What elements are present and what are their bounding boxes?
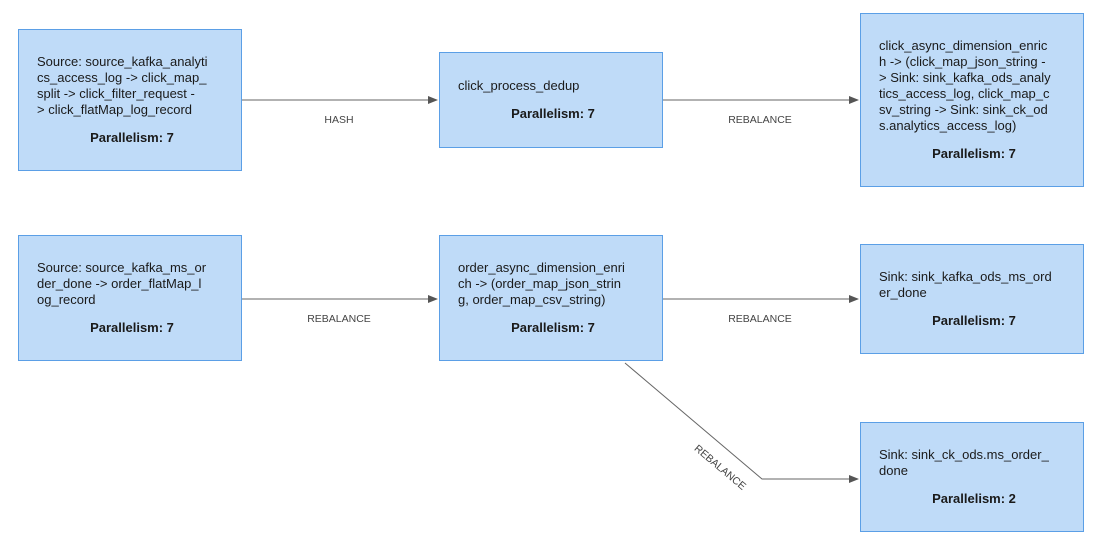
node-order-async-dimension-enrich[interactable]: order_async_dimension_enri ch -> (order_… <box>439 235 663 361</box>
edge-n2-n3: REBALANCE <box>663 96 859 126</box>
node-parallelism: Parallelism: 7 <box>90 130 174 145</box>
node-sink-kafka-ods-ms-order-done[interactable]: Sink: sink_kafka_ods_ms_ord er_done Para… <box>860 244 1084 354</box>
edge-label-hash: HASH <box>324 114 353 126</box>
node-parallelism: Parallelism: 7 <box>90 320 174 335</box>
node-parallelism: Parallelism: 7 <box>932 313 1016 328</box>
node-name: Sink: sink_kafka_ods_ms_ord er_done <box>879 269 1052 300</box>
node-parallelism: Parallelism: 2 <box>932 491 1016 506</box>
edge-label-rebalance: REBALANCE <box>692 443 748 493</box>
node-click-async-dimension-enrich[interactable]: click_async_dimension_enric h -> (click_… <box>860 13 1084 187</box>
node-name: order_async_dimension_enri ch -> (order_… <box>458 260 625 307</box>
node-parallelism: Parallelism: 7 <box>511 320 595 335</box>
node-parallelism: Parallelism: 7 <box>932 146 1016 161</box>
node-name: click_process_dedup <box>458 78 580 93</box>
node-parallelism: Parallelism: 7 <box>511 106 595 121</box>
node-name: Sink: sink_ck_ods.ms_order_ done <box>879 447 1049 478</box>
edge-label-rebalance: REBALANCE <box>307 313 371 325</box>
edge-n4-n5: REBALANCE <box>242 295 438 325</box>
edge-n1-n2: HASH <box>242 96 438 126</box>
edge-label-rebalance: REBALANCE <box>728 114 792 126</box>
node-name: Source: source_kafka_analyti cs_access_l… <box>37 54 208 117</box>
node-source-kafka-analytics[interactable]: Source: source_kafka_analyti cs_access_l… <box>18 29 242 171</box>
node-click-process-dedup[interactable]: click_process_dedup Parallelism: 7 <box>439 52 663 148</box>
node-name: Source: source_kafka_ms_or der_done -> o… <box>37 260 207 307</box>
edge-n5-n7: REBALANCE <box>624 362 859 493</box>
node-name: click_async_dimension_enric h -> (click_… <box>879 38 1051 133</box>
node-source-kafka-ms-order-done[interactable]: Source: source_kafka_ms_or der_done -> o… <box>18 235 242 361</box>
edge-n5-n6: REBALANCE <box>663 295 859 325</box>
node-sink-ck-ods-ms-order-done[interactable]: Sink: sink_ck_ods.ms_order_ done Paralle… <box>860 422 1084 532</box>
edge-label-rebalance: REBALANCE <box>728 313 792 325</box>
